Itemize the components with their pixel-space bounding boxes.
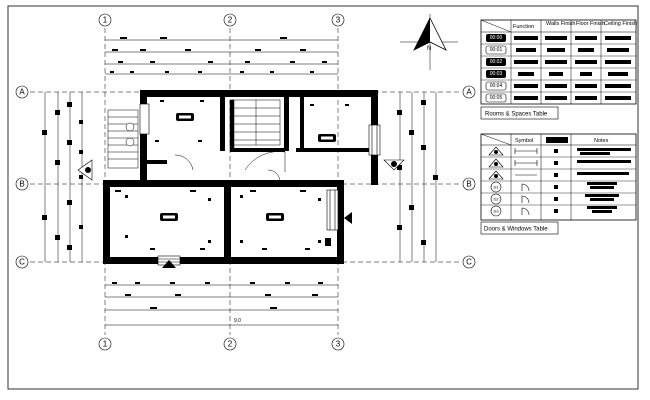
doors-symbol-column: [514, 148, 538, 216]
dimension-lines-left: [42, 92, 83, 262]
svg-text:D3: D3: [493, 209, 499, 214]
rooms-code-cells: 00:00 00:01 00:02 00:03 00:04 00:05: [485, 34, 507, 103]
grid-bubble-col-3-bottom: 3: [331, 337, 345, 351]
doors-header-symbol: Symbol: [515, 138, 533, 144]
rooms-header-ceiling: Ceiling Finish: [604, 21, 637, 27]
section-marker-icon: [77, 159, 405, 268]
room-tag-4: [266, 213, 284, 221]
door-mark-d1: D1: [490, 181, 502, 193]
svg-text:1: 1: [103, 340, 108, 349]
grid-bubble-col-2-bottom: 2: [223, 337, 237, 351]
svg-text:D1: D1: [493, 185, 499, 190]
dimension-lines-bottom: [105, 282, 338, 326]
doors-qty-column: [554, 149, 558, 213]
svg-text:C: C: [466, 258, 472, 267]
svg-text:C: C: [19, 258, 25, 267]
room-code-1: 00:01: [490, 47, 503, 53]
room-code-3: 00:03: [490, 71, 503, 77]
sheet-border: [7, 5, 639, 390]
grid-bubble-row-a-left: A: [15, 85, 29, 99]
rooms-table-redacted-values: [514, 36, 631, 100]
rooms-header-walls: Walls Finish: [546, 21, 575, 27]
floor-plan: [77, 90, 405, 268]
north-arrow-icon: N: [400, 14, 458, 70]
doors-notes-redacted: [577, 148, 631, 213]
grid-bubble-row-c-left: C: [15, 255, 29, 269]
grid-bubble-col-1-top: 1: [98, 13, 112, 27]
dimension-lines-right: [397, 92, 438, 262]
overall-dimension-label: 9.0: [234, 318, 241, 324]
room-tag-2: [318, 134, 336, 142]
room-code-5: 00:05: [490, 95, 503, 101]
grid-bubble-col-3-top: 3: [331, 13, 345, 27]
doors-table-caption: Doors & Windows Table: [484, 227, 548, 233]
svg-text:N: N: [427, 46, 431, 52]
rooms-header-floor: Floor Finish: [576, 21, 605, 27]
stair-left: [107, 109, 139, 169]
interior-annotations: [115, 100, 349, 250]
doors-windows-table: Symbol Notes D1 D2 D3: [480, 133, 637, 235]
room-code-2: 00:02: [490, 59, 503, 65]
svg-text:3: 3: [336, 16, 341, 25]
svg-text:D2: D2: [493, 197, 499, 202]
doors-marker-column: D1 D2 D3: [488, 146, 504, 217]
room-code-0: 00:00: [490, 35, 503, 41]
svg-text:A: A: [19, 88, 25, 97]
svg-text:A: A: [466, 88, 472, 97]
stair-center: [229, 99, 281, 149]
door-mark-d3: D3: [490, 205, 502, 217]
room-tag-3: [160, 213, 178, 221]
svg-text:3: 3: [336, 340, 341, 349]
room-tag-1: [176, 113, 194, 121]
svg-text:2: 2: [228, 16, 233, 25]
interior-walls: [147, 96, 371, 164]
grid-bubble-row-b-left: B: [15, 177, 29, 191]
door-mark-d2: D2: [490, 193, 502, 205]
svg-text:B: B: [466, 180, 471, 189]
svg-text:1: 1: [103, 16, 108, 25]
grid-bubble-row-b-right: B: [462, 177, 476, 191]
doors-header-notes: Notes: [594, 138, 609, 144]
rooms-header-function: Function: [513, 24, 534, 30]
rooms-spaces-table: Function Walls Finish Floor Finish Ceili…: [480, 19, 637, 120]
dimension-lines-top: [105, 37, 338, 75]
grid-bubble-col-1-bottom: 1: [98, 337, 112, 351]
room-code-4: 00:04: [490, 83, 503, 89]
door-swing-icon: [174, 151, 286, 183]
rooms-table-caption: Rooms & Spaces Table: [485, 112, 548, 118]
grid-bubble-row-a-right: A: [462, 85, 476, 99]
svg-text:2: 2: [228, 340, 233, 349]
grid-bubble-col-2-top: 2: [223, 13, 237, 27]
svg-text:B: B: [19, 180, 24, 189]
grid-bubble-row-c-right: C: [462, 255, 476, 269]
